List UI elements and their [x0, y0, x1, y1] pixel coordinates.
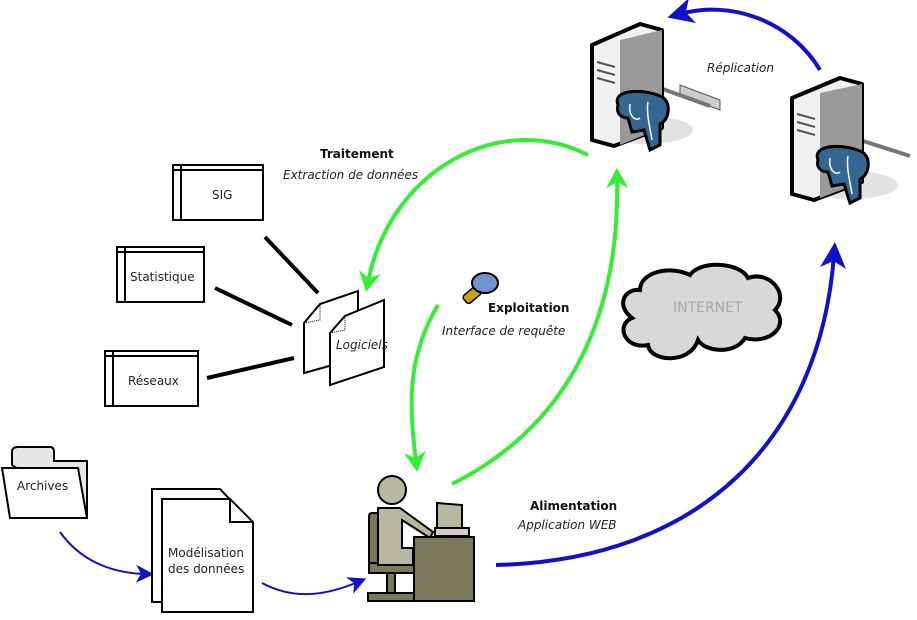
archives-label: Archives — [17, 479, 68, 493]
connector-sig — [263, 235, 320, 295]
modelisation-label-line1: Modélisation — [168, 546, 244, 560]
modelisation-label-line2: des données — [168, 562, 244, 576]
postgresql-elephant-icon — [815, 144, 870, 206]
box-sig: SIG — [172, 164, 264, 221]
traitement-arrow — [359, 138, 589, 292]
modelisation-to-user-arrow — [261, 577, 367, 596]
user-at-desk-icon — [367, 475, 475, 602]
server-left — [590, 22, 721, 153]
alimentation-subtitle: Application WEB — [517, 518, 617, 532]
exploitation-subtitle: Interface de requête — [442, 324, 565, 338]
alimentation-title: Alimentation — [530, 499, 617, 513]
magnifier-icon — [462, 272, 499, 305]
archives-to-modelisation-arrow — [59, 531, 154, 583]
exploitation-arrow-up — [451, 168, 629, 486]
box-reseaux: Réseaux — [104, 350, 199, 407]
internet-cloud: INTERNET — [621, 262, 783, 361]
replication-arrow — [667, 0, 822, 72]
svg-text:Statistique: Statistique — [130, 270, 195, 284]
logiciels-documents: Logiciels — [303, 289, 388, 387]
logiciels-label: Logiciels — [336, 338, 388, 352]
svg-text:Réseaux: Réseaux — [128, 374, 179, 388]
archives-folder-icon: Archives — [0, 446, 89, 519]
postgresql-elephant-icon — [615, 89, 670, 153]
exploitation-arrow-down — [403, 303, 440, 472]
exploitation-title: Exploitation — [488, 301, 569, 315]
svg-text:SIG: SIG — [212, 188, 232, 202]
modelisation-documents: Modélisation des données — [151, 488, 254, 613]
internet-label: INTERNET — [673, 300, 743, 316]
server-right — [790, 76, 911, 206]
box-statistique: Statistique — [116, 246, 205, 303]
connector-reseaux — [206, 356, 295, 380]
traitement-subtitle: Extraction de données — [283, 168, 418, 182]
alimentation-arrow — [495, 242, 846, 567]
connector-statistique — [214, 286, 293, 327]
replication-label: Réplication — [707, 61, 774, 75]
traitement-title: Traitement — [320, 147, 394, 161]
